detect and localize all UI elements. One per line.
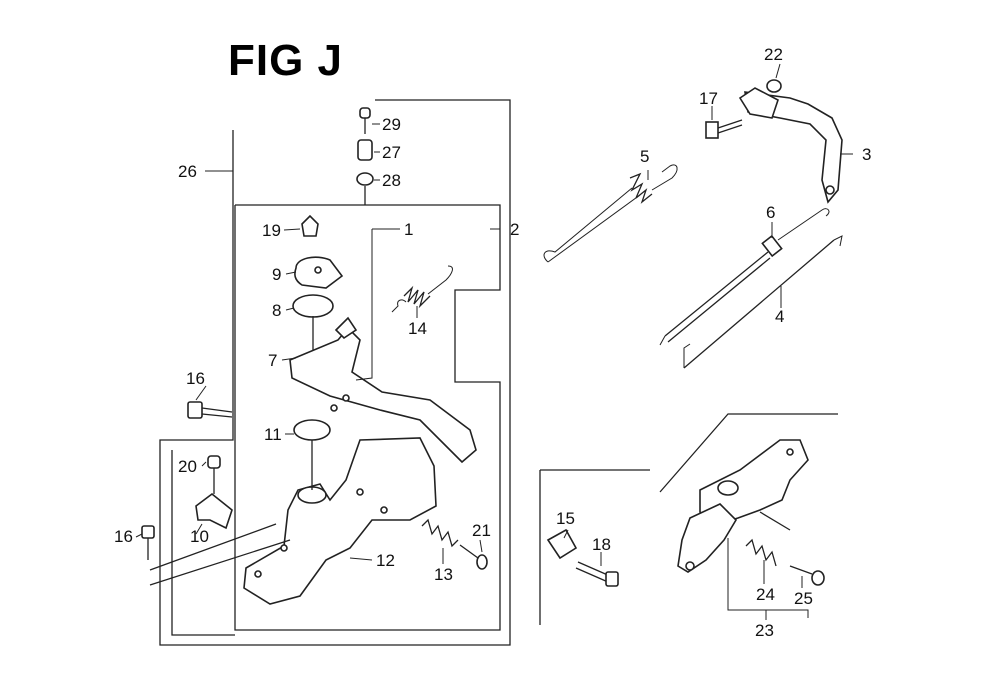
- callout-1: 1: [404, 220, 413, 239]
- control-base-12: [149, 437, 437, 605]
- callout-24: 24: [756, 585, 775, 604]
- nut-22: [766, 79, 782, 93]
- callout-16-upper: 16: [186, 369, 205, 388]
- callout-20: 20: [178, 457, 197, 476]
- screw-21: [459, 544, 488, 570]
- bolt-20: [207, 455, 221, 494]
- bolt-18: [575, 561, 619, 587]
- spring-13: [421, 518, 459, 548]
- callout-5: 5: [640, 147, 649, 166]
- collar-15: [546, 528, 578, 560]
- control-lever-3: [738, 87, 843, 204]
- callout-13: 13: [434, 565, 453, 584]
- leader-lines: [135, 63, 853, 620]
- clamp-10: [195, 492, 233, 530]
- governor-rod-6: [659, 208, 830, 346]
- collar-27: [357, 139, 373, 161]
- washer-11: [293, 419, 331, 441]
- link-rod-4: [683, 235, 843, 369]
- callout-12: 12: [376, 551, 395, 570]
- callout-10: 10: [190, 527, 209, 546]
- callout-6: 6: [766, 203, 775, 222]
- frame-lower-right: [539, 413, 838, 625]
- bolt-16-upper: [187, 401, 233, 419]
- frame-26: [159, 99, 511, 646]
- callout-25: 25: [794, 589, 813, 608]
- spring-rod-5: [543, 164, 678, 263]
- figure-title: FIG J: [228, 36, 344, 85]
- callout-4: 4: [775, 307, 784, 326]
- governor-arm-7: [289, 316, 477, 464]
- callout-19: 19: [262, 221, 281, 240]
- choke-assembly-23: [677, 439, 809, 573]
- washer-8: [292, 294, 334, 362]
- bolt-29: [359, 107, 371, 134]
- callout-26: 26: [178, 162, 197, 181]
- callout-22: 22: [764, 45, 783, 64]
- callout-14: 14: [408, 319, 427, 338]
- frame-2: [234, 204, 501, 631]
- frame-12-inner: [171, 450, 235, 636]
- callout-11: 11: [264, 425, 282, 444]
- return-spring-14: [391, 265, 453, 313]
- plate-9: [294, 256, 344, 289]
- bolt-17: [705, 119, 743, 139]
- callout-16-lower: 16: [114, 527, 133, 546]
- callout-17: 17: [699, 89, 718, 108]
- callout-15: 15: [556, 509, 575, 528]
- callout-21: 21: [472, 521, 491, 540]
- callout-23: 23: [755, 621, 774, 640]
- callout-3: 3: [862, 145, 871, 164]
- bolt-16-lower: [141, 525, 155, 560]
- callout-27: 27: [382, 143, 401, 162]
- callout-7: 7: [268, 351, 277, 370]
- callout-labels: 1 2 3 4 5 6 7 8 9 10 11 12 13 14 15 16 1…: [114, 45, 871, 640]
- nut-19: [301, 214, 319, 237]
- spring-24: [745, 538, 777, 567]
- callout-28: 28: [382, 171, 401, 190]
- callout-9: 9: [272, 265, 281, 284]
- washer-28: [356, 172, 374, 205]
- screw-25: [789, 565, 825, 586]
- callout-29: 29: [382, 115, 401, 134]
- callout-8: 8: [272, 301, 281, 320]
- callout-18: 18: [592, 535, 611, 554]
- callout-2: 2: [510, 220, 519, 239]
